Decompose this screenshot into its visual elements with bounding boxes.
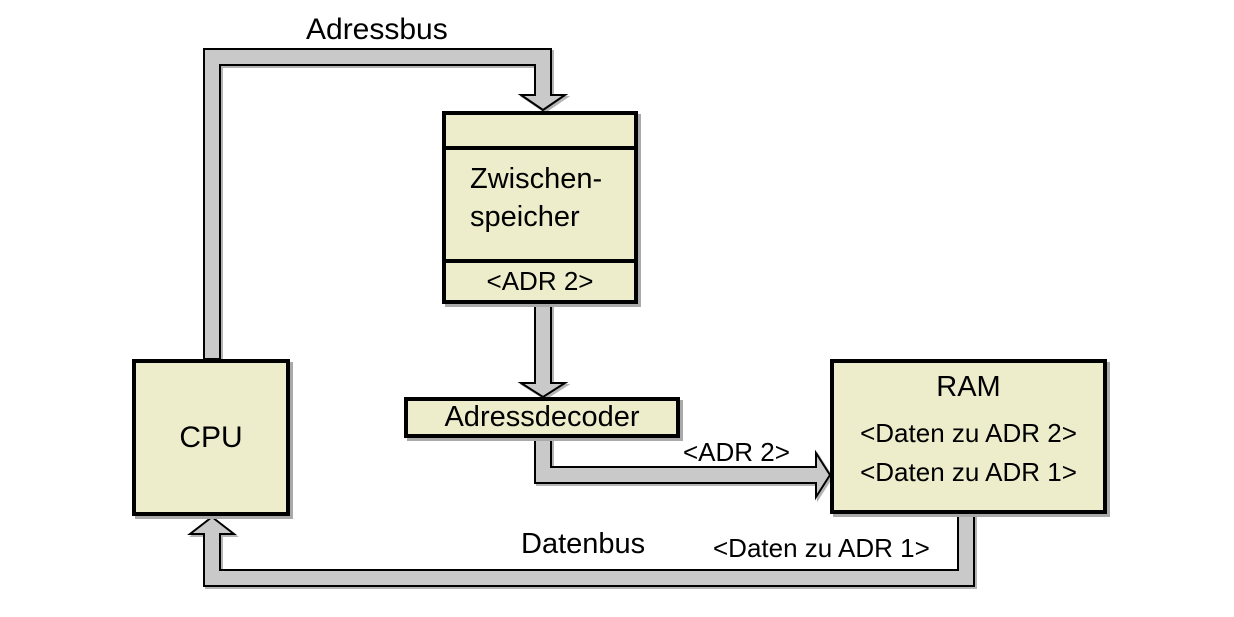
adressdecoder-label: Adressdecoder [444,401,640,433]
buffer-register-value: <ADR 2> [486,266,594,296]
buffer-to-decoder-arrow [517,303,569,399]
decoder-to-ram-arrow [534,437,832,501]
buffer-empty-slot [446,115,634,150]
adressdecoder-box: Adressdecoder [404,397,680,438]
buffer-label: Zwischen- speicher [446,150,634,263]
datenbus-label: Datenbus [521,528,646,560]
ram-box: RAM <Daten zu ADR 2> <Daten zu ADR 1> [830,359,1107,514]
ram-entry: <Daten zu ADR 2> [860,418,1077,448]
daten-zu-adr1-bus-label: <Daten zu ADR 1> [713,533,930,563]
zwischenspeicher-box: Zwischen- speicher <ADR 2> [442,111,638,304]
adressbus-label: Adressbus [306,13,448,46]
cpu-label: CPU [179,420,243,454]
ram-entry: <Daten zu ADR 1> [860,457,1077,487]
adr2-bus-label: <ADR 2> [683,437,790,467]
datenbus-arrow [187,513,975,587]
cpu-box: CPU [132,359,290,516]
ram-title: RAM [936,371,1001,403]
ram-entries: <Daten zu ADR 2> <Daten zu ADR 1> [834,414,1103,492]
